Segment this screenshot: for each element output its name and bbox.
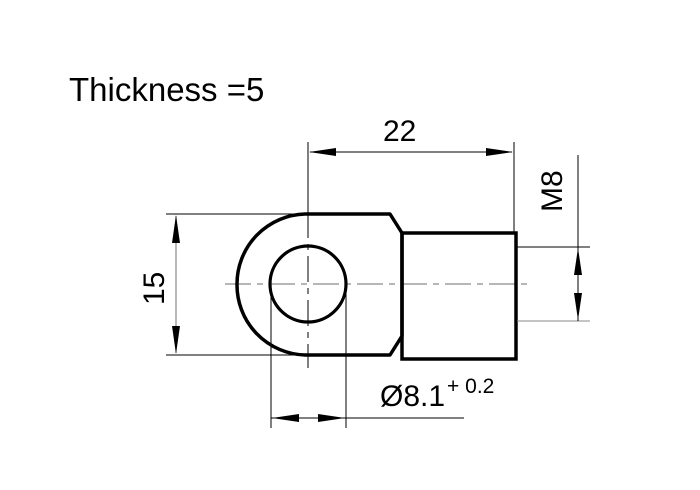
arrow-hole-left <box>272 414 299 422</box>
arrow-22-left <box>309 148 336 156</box>
lug-outline <box>235 212 404 357</box>
thickness-note: Thickness =5 <box>69 73 264 106</box>
hole-tolerance: + 0.2 <box>447 375 495 398</box>
arrow-22-right <box>486 148 513 156</box>
hole-diameter-value: Ø8.1 <box>380 380 446 413</box>
hole-dimension-label: Ø8.1+ 0.2 <box>380 376 494 413</box>
thickness-equals: = <box>226 71 247 108</box>
arrow-hole-right <box>318 414 345 422</box>
thickness-value: 5 <box>246 71 265 108</box>
thread-dimension-label: M8 <box>536 170 569 212</box>
length-dimension-label: 22 <box>383 115 417 148</box>
arrow-15-top <box>172 215 180 243</box>
arrow-m8-top <box>574 248 582 275</box>
thickness-label: Thickness <box>69 71 218 108</box>
barrel-outline <box>400 231 518 361</box>
width-dimension-label: 15 <box>138 271 171 305</box>
arrow-m8-bottom <box>574 293 582 320</box>
arrow-15-bottom <box>172 326 180 354</box>
